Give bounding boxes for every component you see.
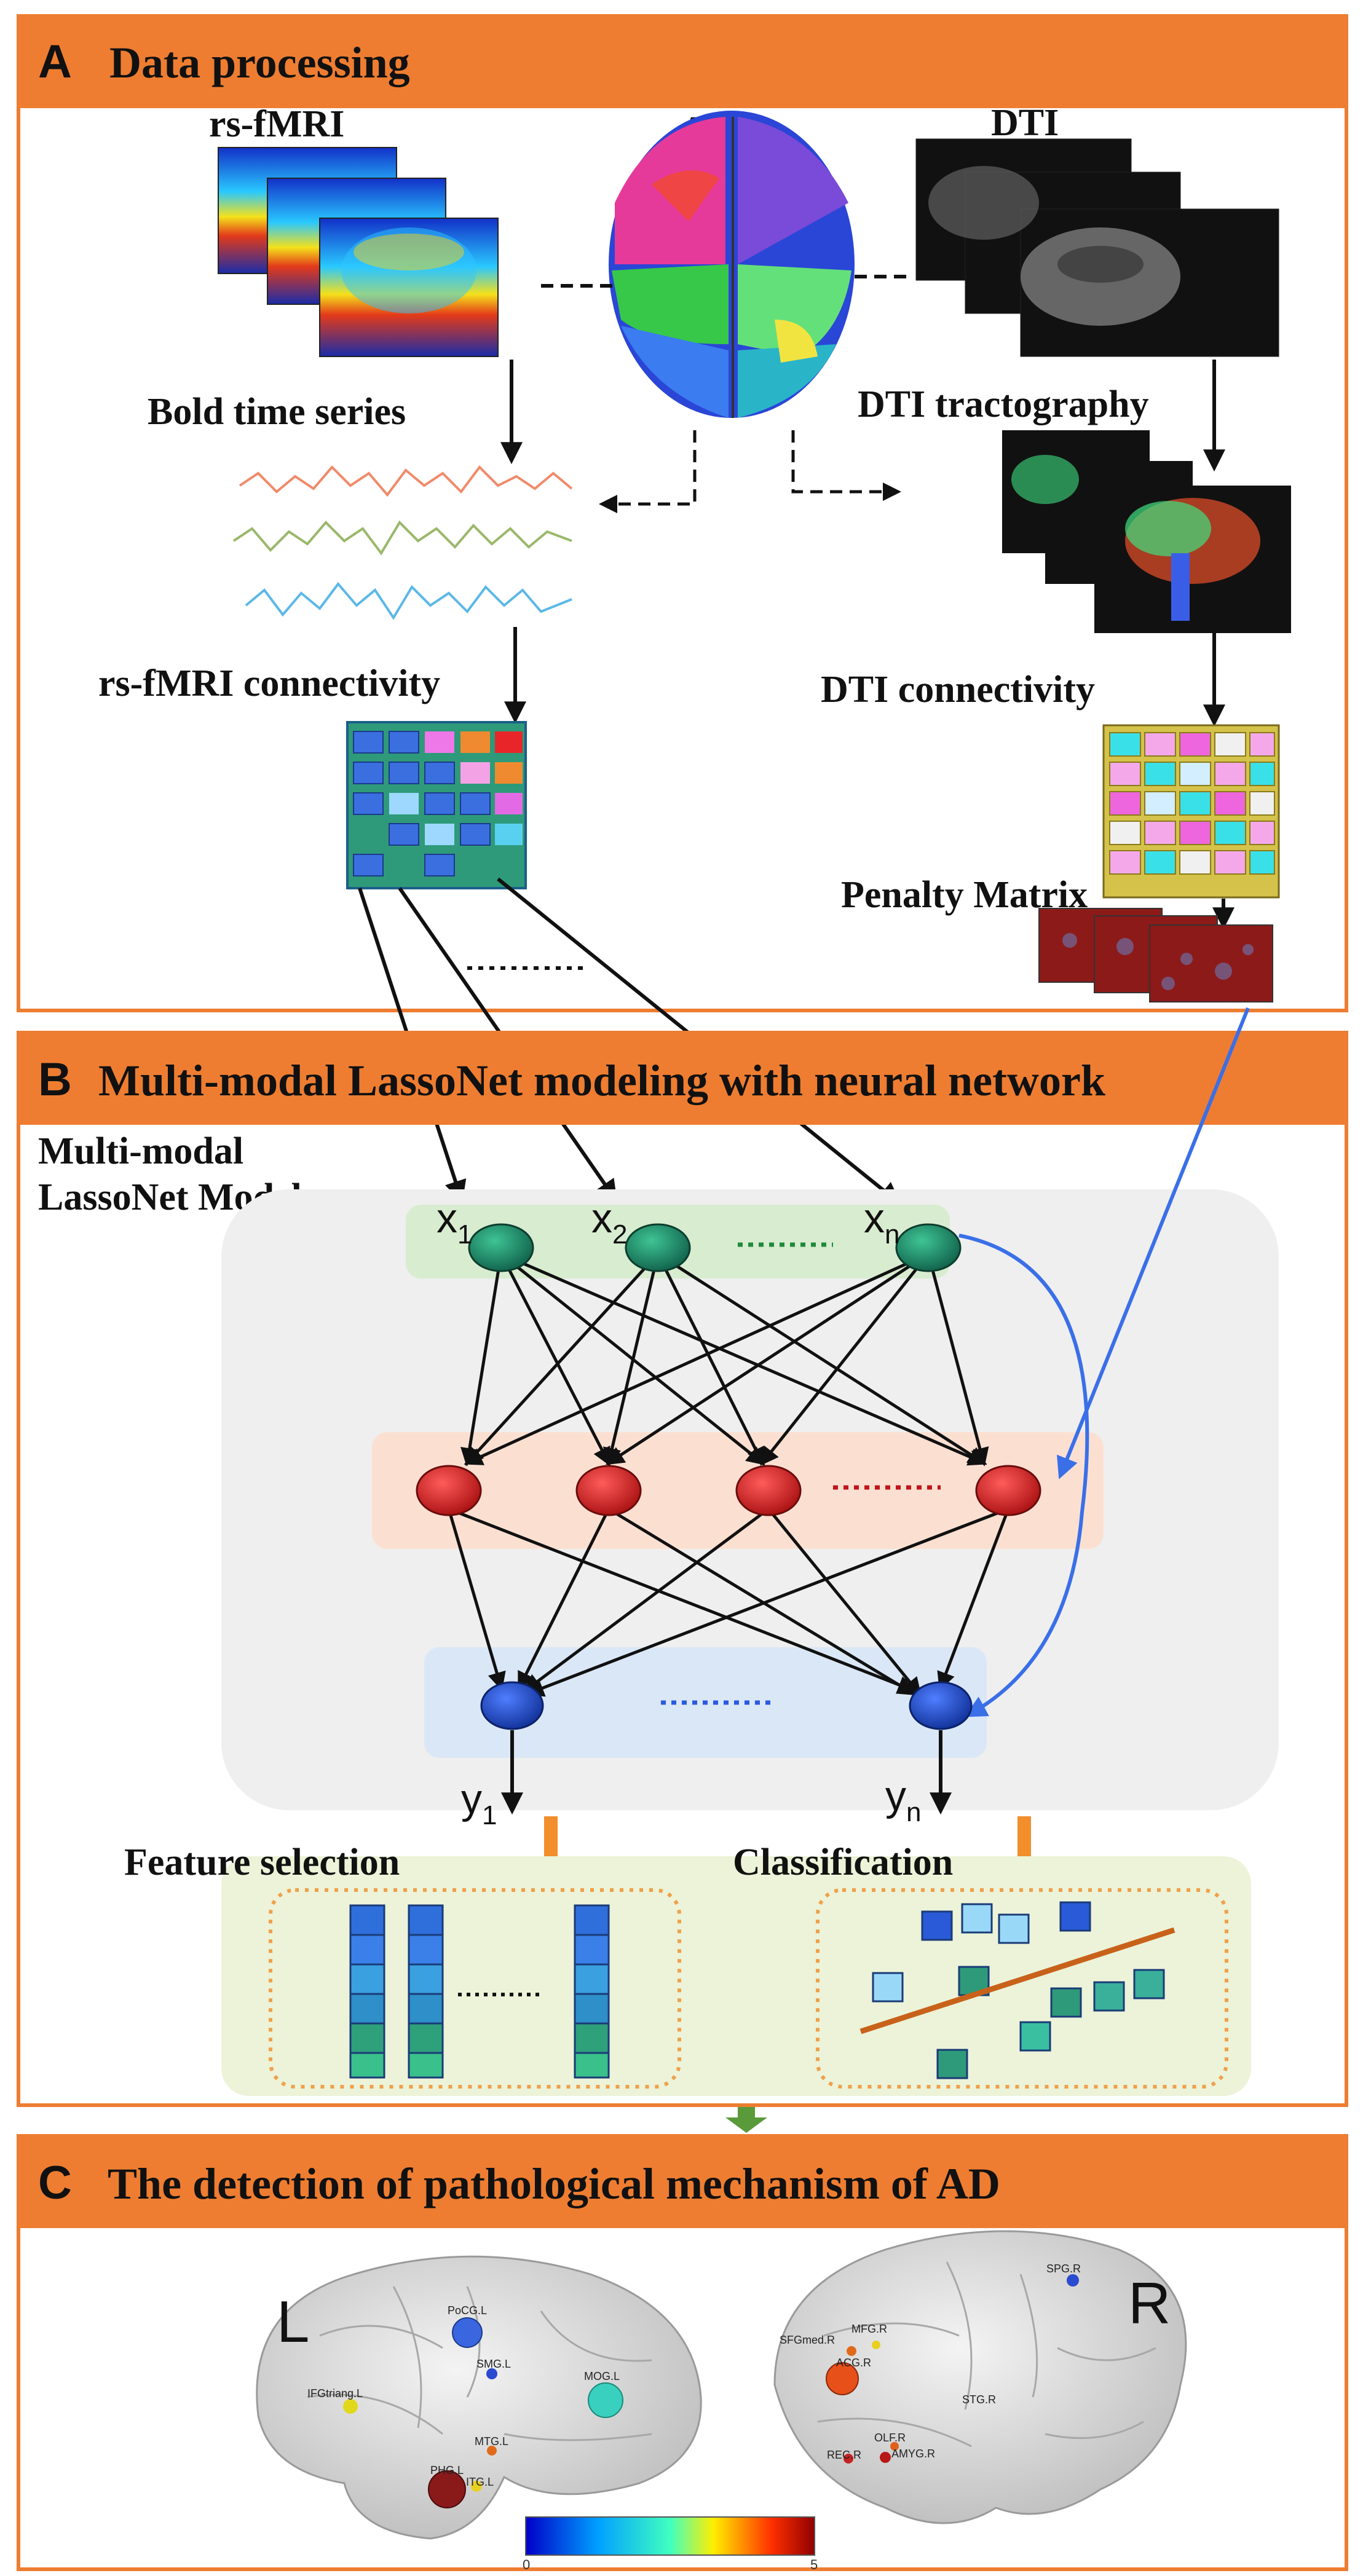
hidden-output-edges bbox=[447, 1507, 1010, 1697]
panel-b-title: Multi-modal LassoNet modeling with neura… bbox=[98, 1056, 1105, 1105]
region-label-itg-l: ITG.L bbox=[466, 2476, 494, 2488]
panel-c-header bbox=[18, 2136, 1346, 2228]
panel-b-header bbox=[18, 1033, 1346, 1125]
classification-box bbox=[816, 1888, 1228, 2089]
region-node-acg-r bbox=[826, 2362, 859, 2395]
rsfmri-label: rs-fMRI bbox=[209, 103, 344, 145]
colorbar-max: 5 bbox=[810, 2557, 818, 2572]
region-node-mog-l bbox=[588, 2382, 623, 2418]
region-label-stg-r: STG.R bbox=[962, 2393, 996, 2406]
decision-boundary bbox=[859, 1927, 1175, 2034]
region-label-phg-l: PHG.L bbox=[430, 2464, 464, 2476]
region-label-olf-r: OLF.R bbox=[874, 2432, 906, 2444]
input-node-x2 bbox=[625, 1223, 691, 1272]
feature-column-2 bbox=[408, 1904, 444, 2079]
hidden-node-2 bbox=[575, 1465, 642, 1516]
arrow-b-to-c bbox=[725, 2107, 767, 2133]
region-node-rec-r bbox=[843, 2454, 853, 2464]
feature-selection-box bbox=[269, 1888, 681, 2089]
model-label-line1: Multi-modal bbox=[38, 1130, 243, 1172]
panel-a-header bbox=[18, 16, 1346, 108]
panel-c: C The detection of pathological mechanis… bbox=[17, 2134, 1348, 2572]
region-node-ifgtriang-l bbox=[343, 2399, 358, 2414]
right-hemisphere-brain bbox=[773, 2230, 1187, 2524]
region-node-spg-r bbox=[1067, 2274, 1079, 2286]
output-node-y1 bbox=[480, 1681, 544, 1730]
region-node-olf-r bbox=[890, 2442, 899, 2451]
penalty-arrow bbox=[1057, 1007, 1250, 1479]
left-hemisphere-label: L bbox=[277, 2289, 309, 2355]
region-label-mog-l: MOG.L bbox=[584, 2370, 620, 2382]
colorbar-min: 0 bbox=[523, 2557, 530, 2572]
rs-connectivity-matrix bbox=[346, 721, 527, 889]
input-node-xn bbox=[895, 1223, 962, 1272]
region-node-itg-l bbox=[471, 2481, 482, 2492]
feature-column-n bbox=[574, 1904, 610, 2079]
input-node-x1 bbox=[468, 1223, 534, 1272]
dti-image-stack bbox=[915, 138, 1279, 357]
dash-arrow-to-dti bbox=[791, 430, 901, 501]
dash-arrow-to-bold bbox=[599, 430, 697, 513]
region-label-spg-r: SPG.R bbox=[1046, 2263, 1081, 2275]
rs-conn-label: rs-fMRI connectivity bbox=[98, 663, 440, 704]
dti-connectivity-matrix bbox=[1102, 724, 1280, 899]
yn-label: yn bbox=[885, 1773, 921, 1827]
region-label-amyg-r: AMYG.R bbox=[891, 2448, 935, 2460]
feature-column-1 bbox=[349, 1904, 385, 2079]
classification-label: Classification bbox=[733, 1841, 953, 1883]
rsfmri-image-stack bbox=[218, 147, 499, 357]
panel-c-letter: C bbox=[38, 2157, 72, 2209]
hidden-node-3 bbox=[735, 1465, 802, 1516]
region-node-amyg-r bbox=[880, 2452, 891, 2463]
panel-b: B Multi-modal LassoNet modeling with neu… bbox=[17, 1007, 1348, 2107]
region-label-ifgtriang-l: IFGtriang.L bbox=[307, 2387, 363, 2400]
dti-tract-label: DTI tractography bbox=[858, 384, 1149, 425]
region-label-rec-r: REC.R bbox=[827, 2449, 861, 2461]
classification-scatter bbox=[872, 1901, 1165, 2079]
region-node-phg-l bbox=[428, 2470, 466, 2508]
region-label-pocg-l: PoCG.L bbox=[448, 2304, 487, 2317]
panel-a-title: Data processing bbox=[109, 38, 410, 87]
left-hemisphere-brain bbox=[256, 2255, 702, 2540]
panel-b-letter: B bbox=[38, 1054, 72, 1106]
bold-time-series bbox=[232, 465, 573, 620]
region-node-pocg-l bbox=[452, 2317, 483, 2348]
region-node-mtg-l bbox=[487, 2446, 497, 2456]
right-hemisphere-label: R bbox=[1128, 2271, 1171, 2336]
colorbar bbox=[525, 2516, 815, 2556]
dti-conn-label: DTI connectivity bbox=[821, 669, 1095, 711]
region-node-smg-l bbox=[486, 2368, 497, 2379]
panel-c-title: The detection of pathological mechanism … bbox=[108, 2159, 1000, 2208]
panel-a-letter: A bbox=[38, 36, 72, 88]
region-node-mfg-r bbox=[872, 2341, 880, 2349]
dti-tractography-stack bbox=[1002, 430, 1291, 633]
region-label-sfgmed-r: SFGmed.R bbox=[780, 2334, 835, 2346]
x2-label: x2 bbox=[591, 1195, 627, 1250]
dti-label: DTI bbox=[991, 102, 1059, 144]
y1-label: y1 bbox=[461, 1776, 497, 1830]
region-label-smg-l: SMG.L bbox=[476, 2358, 511, 2370]
bold-label: Bold time series bbox=[148, 391, 406, 433]
hidden-node-n bbox=[975, 1465, 1041, 1516]
x1-label: x1 bbox=[437, 1195, 472, 1250]
output-node-yn bbox=[909, 1681, 973, 1730]
penalty-matrix-stack bbox=[1038, 908, 1273, 1002]
aal-brain-atlas bbox=[609, 111, 855, 418]
skip-connection-arrow bbox=[958, 1234, 1089, 1717]
region-label-acg-r: ACG.R bbox=[836, 2357, 871, 2369]
xn-label: xn bbox=[864, 1195, 899, 1250]
region-node-sfgmed-r bbox=[847, 2346, 856, 2356]
panel-a: A Data processing rs-fMRI AAL DTI bbox=[17, 14, 1348, 1205]
input-hidden-edges bbox=[460, 1252, 989, 1467]
region-label-mfg-r: MFG.R bbox=[851, 2323, 887, 2335]
feature-selection-label: Feature selection bbox=[124, 1841, 400, 1883]
hidden-node-1 bbox=[416, 1465, 482, 1516]
region-label-mtg-l: MTG.L bbox=[475, 2435, 508, 2448]
output-tasks-band bbox=[221, 1856, 1251, 2096]
